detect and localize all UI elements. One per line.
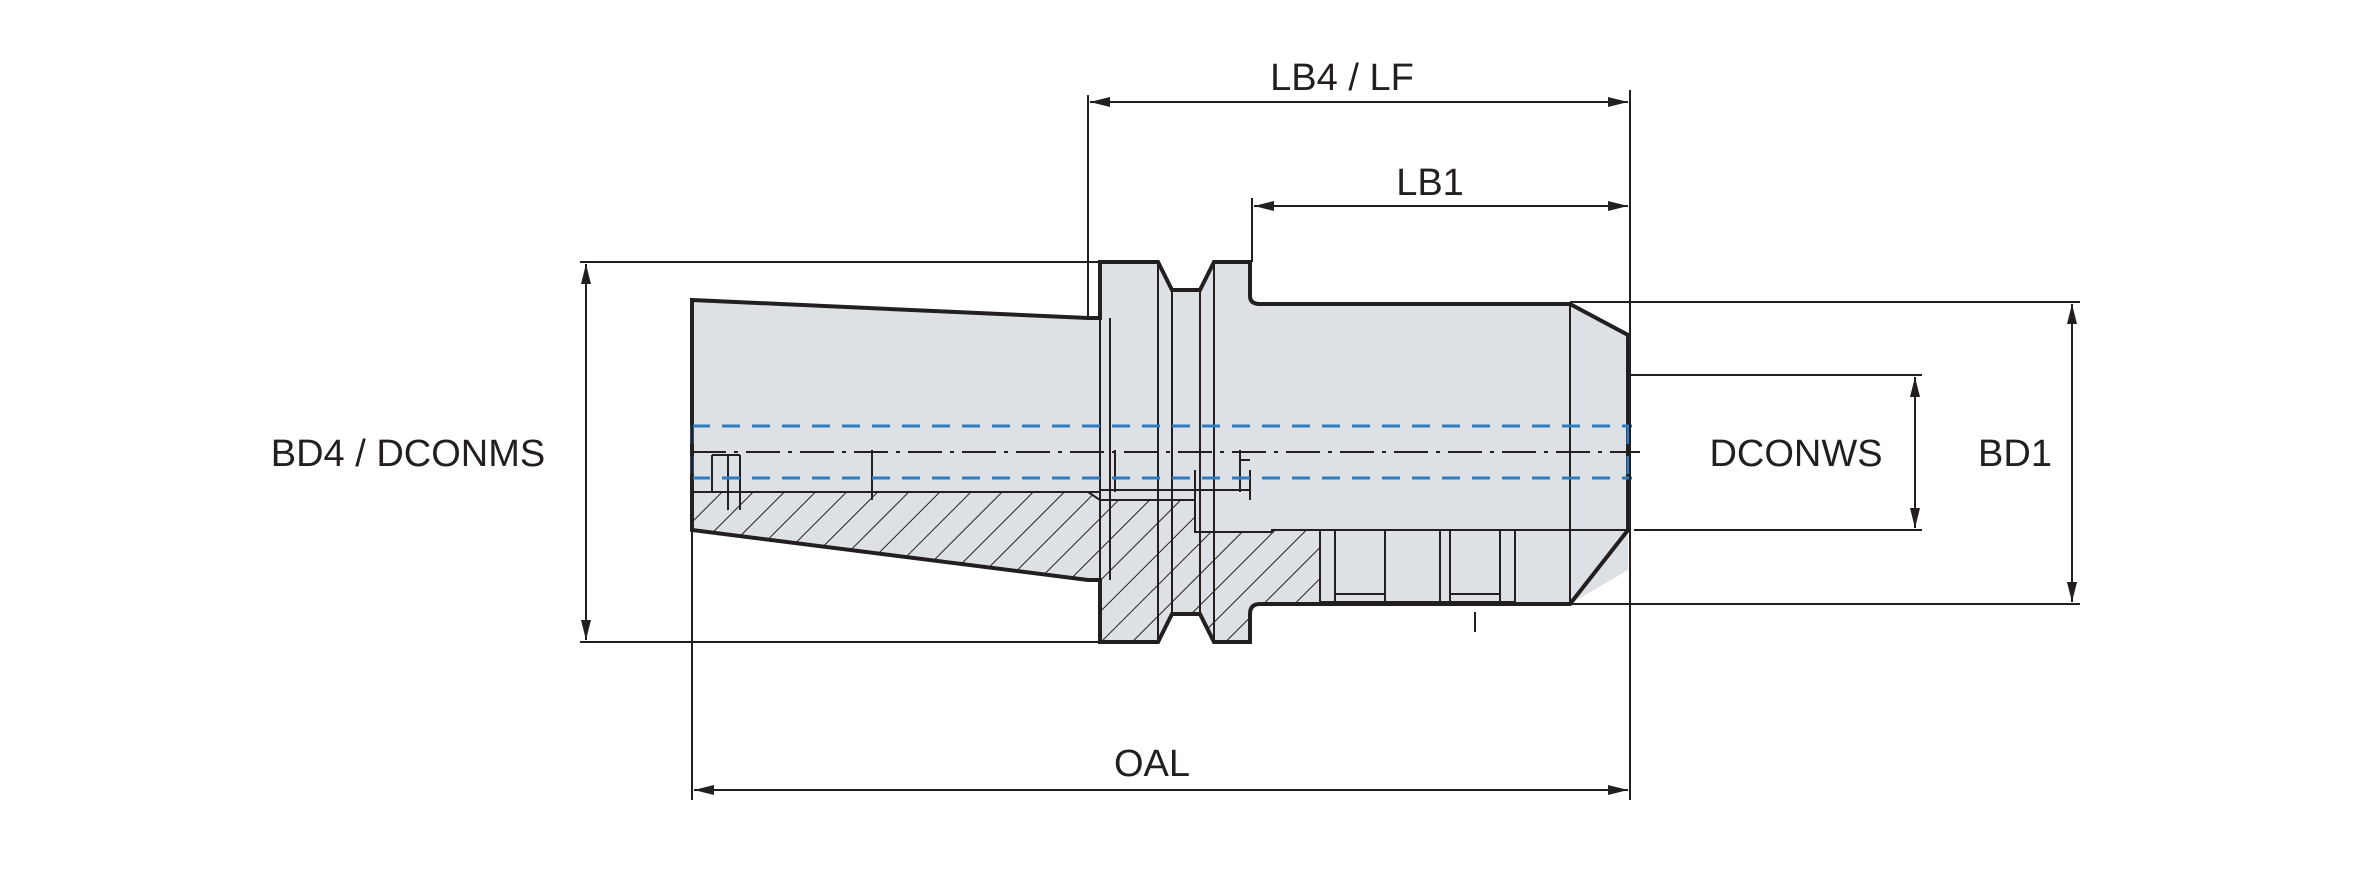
extension-lines xyxy=(580,90,2080,800)
lb1-label: LB1 xyxy=(1396,162,1464,204)
lb4-lf-label: LB4 / LF xyxy=(1270,57,1414,99)
clamping-bore xyxy=(1319,529,1516,632)
body-center-band xyxy=(692,375,1628,450)
bd4-dconms-label: BD4 / DCONMS xyxy=(271,433,545,475)
dconws-label: DCONWS xyxy=(1709,433,1882,475)
body-upper-half xyxy=(692,262,1628,375)
oal-label: OAL xyxy=(1114,743,1190,785)
bd1-label: BD1 xyxy=(1978,433,2052,475)
